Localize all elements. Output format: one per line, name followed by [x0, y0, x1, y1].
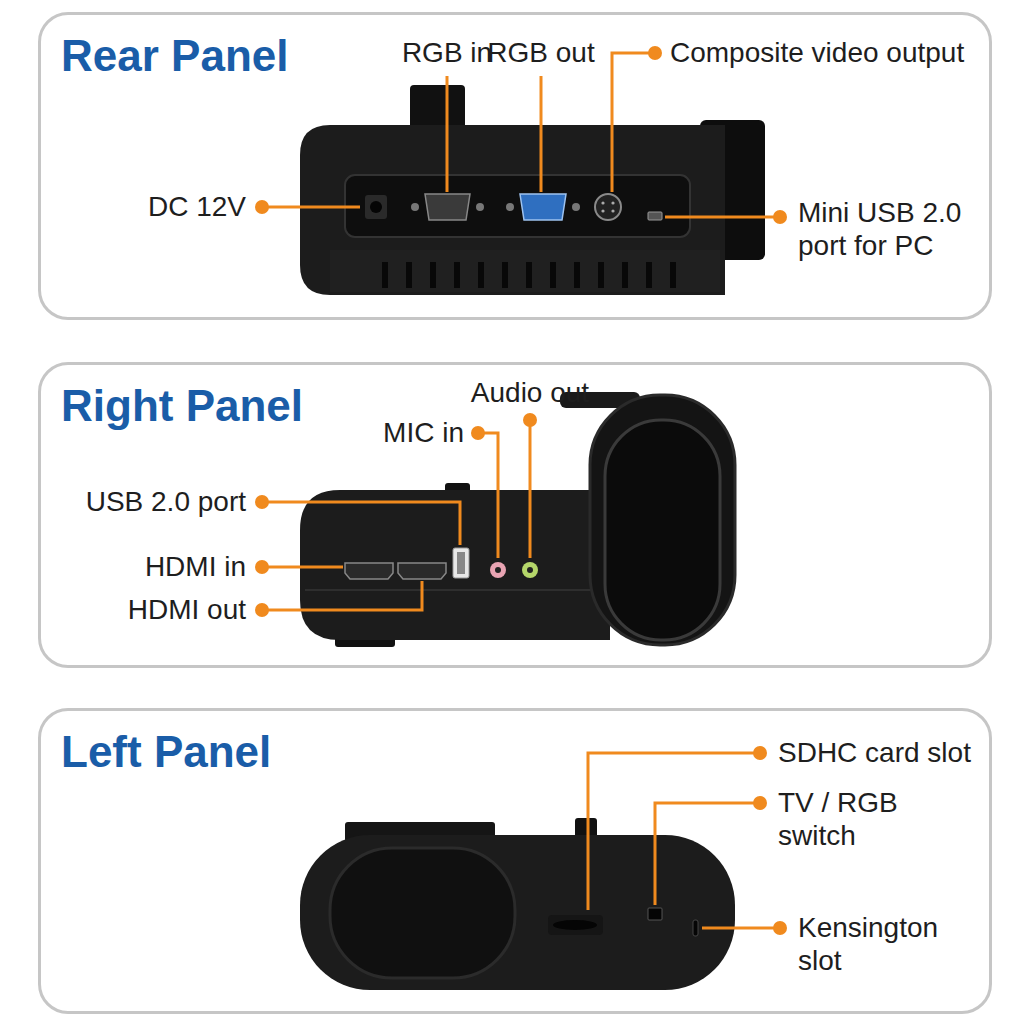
- leader-dot: [255, 413, 537, 617]
- leader-line-shape: [702, 927, 780, 930]
- panel-title: Left Panel: [61, 727, 271, 777]
- leader-line-shape: [262, 206, 360, 209]
- right-device-shape: [527, 567, 533, 573]
- leader-line: [262, 53, 780, 217]
- right-device-shape: [453, 548, 469, 578]
- rear-device-shape: [425, 194, 470, 220]
- leader-dot-shape: [255, 200, 269, 214]
- right-device-shape: [345, 563, 393, 579]
- leader-dot: [255, 46, 787, 224]
- port-label: USB 2.0 port: [86, 485, 246, 518]
- rear-device-shape: [365, 195, 387, 219]
- right-device-shape: [300, 490, 610, 640]
- rear-device-shape-shape: [598, 262, 604, 288]
- rear-device-shape-shape: [382, 262, 388, 288]
- rear-device-shape-shape: [526, 262, 532, 288]
- rear-device-shape: [411, 203, 419, 211]
- left-device-shape: [548, 915, 603, 935]
- leader-dot-shape: [648, 46, 662, 60]
- leader-dot-shape: [471, 426, 485, 440]
- right-device-shape: [457, 552, 465, 574]
- leader-line-shape: [262, 566, 343, 569]
- leader-line-shape: [540, 76, 543, 192]
- rear-device-shape: [601, 209, 604, 212]
- right-device-shape: [605, 420, 720, 640]
- leader-dot-shape: [255, 560, 269, 574]
- rear-device-shape: [385, 262, 673, 288]
- left-device-shape: [300, 835, 735, 990]
- rear-device-shape-shape: [670, 262, 676, 288]
- leader-line: [262, 420, 530, 610]
- rear-device-shape: [370, 201, 382, 213]
- leader-line-shape: [262, 502, 460, 545]
- port-label: Mini USB 2.0 port for PC: [798, 196, 978, 262]
- port-label: DC 12V: [148, 190, 246, 223]
- port-label: HDMI out: [128, 593, 246, 626]
- rear-device-shape: [410, 85, 465, 130]
- leader-dot-shape: [255, 603, 269, 617]
- rear-device: [300, 85, 765, 295]
- rear-device-shape: [345, 175, 690, 237]
- left-device-shape: [693, 920, 698, 936]
- leader-line-shape: [529, 420, 532, 558]
- rear-device-shape: [572, 203, 580, 211]
- rear-device-shape: [476, 203, 484, 211]
- left-device-shape: [330, 848, 515, 978]
- rear-device-shape-shape: [550, 262, 556, 288]
- leader-dot-shape: [773, 210, 787, 224]
- leader-line-shape: [446, 76, 449, 192]
- rear-device-shape: [300, 125, 725, 295]
- left-device-shape: [553, 920, 597, 930]
- port-label: Kensington slot: [798, 911, 968, 977]
- right-device-shape: [590, 395, 735, 645]
- leader-line-shape: [655, 803, 760, 905]
- panel-title: Rear Panel: [61, 31, 288, 81]
- port-label: Audio out: [471, 376, 589, 409]
- leader-line-shape: [588, 753, 760, 910]
- leader-line-shape: [478, 433, 498, 558]
- rear-device-shape: [601, 201, 604, 204]
- rear-device-shape: [506, 203, 514, 211]
- leader-dot-shape: [255, 495, 269, 509]
- rear-device-shape-shape: [478, 262, 484, 288]
- leader-line-shape: [262, 581, 422, 610]
- port-label: RGB out: [487, 36, 594, 69]
- leader-line: [588, 753, 780, 928]
- rear-device-shape-shape: [622, 262, 628, 288]
- rear-device-shape: [595, 194, 621, 220]
- port-label: HDMI in: [145, 550, 246, 583]
- panel-title: Right Panel: [61, 381, 303, 431]
- port-label: SDHC card slot: [778, 736, 971, 769]
- left-device-shape: [648, 908, 662, 920]
- right-device-shape: [490, 562, 506, 578]
- rear-device-shape: [611, 201, 614, 204]
- rear-device-shape-shape: [454, 262, 460, 288]
- right-device-shape: [495, 567, 501, 573]
- rear-device-shape: [648, 212, 662, 220]
- port-label: MIC in: [383, 416, 464, 449]
- leader-dot-shape: [523, 413, 537, 427]
- rear-device-shape-shape: [406, 262, 412, 288]
- port-label: TV / RGB switch: [778, 786, 918, 852]
- rear-device-shape: [611, 209, 614, 212]
- leader-line-shape: [612, 53, 655, 192]
- rear-device-shape: [520, 194, 566, 220]
- leader-dot-shape: [753, 796, 767, 810]
- left-device: [300, 818, 735, 990]
- right-device-shape: [522, 562, 538, 578]
- rear-device-shape-shape: [646, 262, 652, 288]
- rear-device-shape: [330, 250, 720, 292]
- leader-line-shape: [665, 216, 780, 219]
- leader-dot-shape: [753, 746, 767, 760]
- rear-device-shape-shape: [574, 262, 580, 288]
- leader-dot-shape: [773, 921, 787, 935]
- rear-device-shape-shape: [430, 262, 436, 288]
- port-label: RGB in: [402, 36, 492, 69]
- right-device-shape: [305, 589, 600, 591]
- rear-device-shape-shape: [502, 262, 508, 288]
- port-label: Composite video output: [670, 36, 964, 69]
- right-device-shape: [398, 563, 446, 579]
